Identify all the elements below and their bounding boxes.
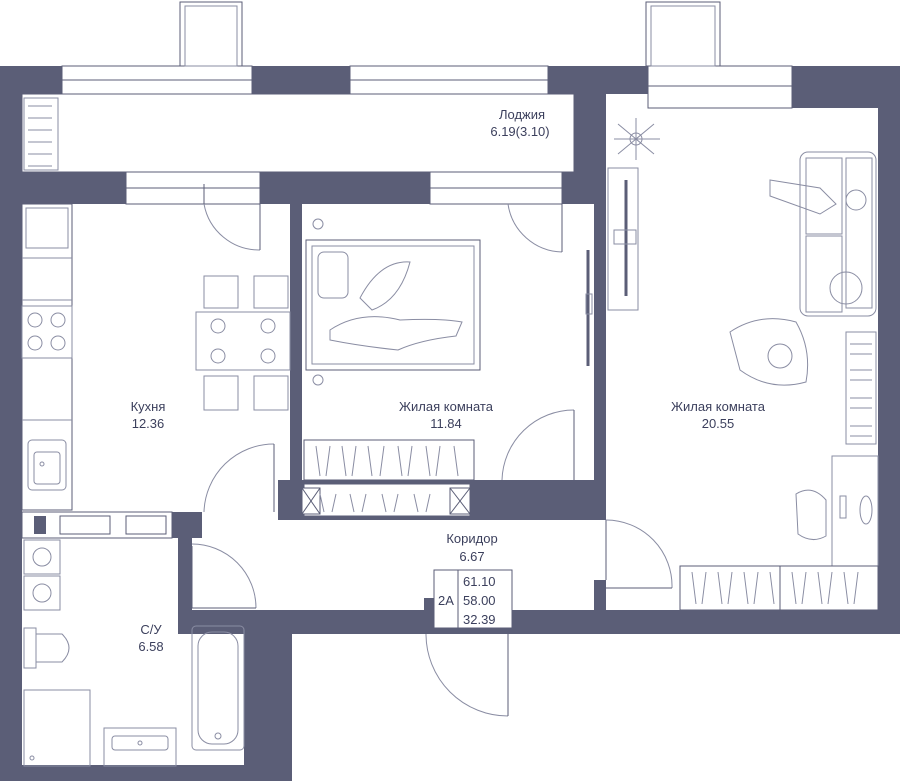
wall-openings <box>21 483 471 539</box>
fridge-icon <box>25 207 69 249</box>
bathroom-area: 6.58 <box>138 639 163 654</box>
bedroom-small-area: 11.84 <box>430 416 462 431</box>
corridor-area: 6.67 <box>459 549 484 564</box>
loggia-area: 6.19(3.10) <box>490 124 549 139</box>
living-large-area: 20.55 <box>702 416 735 431</box>
apartment-type: 2А <box>438 593 454 608</box>
tv-icon <box>585 250 593 366</box>
apartment-total-area: 61.10 <box>463 574 496 589</box>
desk-icon <box>795 455 879 567</box>
wardrobe-icon <box>303 439 475 513</box>
bed-icon <box>305 218 481 386</box>
kitchen-area: 12.36 <box>132 416 165 431</box>
kitchen-name: Кухня <box>131 399 166 414</box>
loggia: Лоджия 6.19(3.10) <box>21 93 575 173</box>
washbasin-icon <box>103 727 177 767</box>
door-icon <box>191 184 673 717</box>
bathroom-name: С/У <box>140 622 162 637</box>
bedroom-small-name: Жилая комната <box>399 399 494 414</box>
washing-machine-icon <box>23 539 61 611</box>
living-room-large: Жилая комната 20.55 <box>607 118 879 611</box>
loggia-name: Лоджия <box>499 107 545 122</box>
shelf-icon <box>845 331 877 445</box>
wardrobe-icon <box>679 565 879 611</box>
shower-icon <box>23 689 91 767</box>
apartment-area-no-loggia: 58.00 <box>463 593 496 608</box>
armchair-icon <box>729 318 809 386</box>
window-icon <box>61 1 793 205</box>
plant-icon <box>614 118 660 160</box>
stove-icon <box>21 305 73 359</box>
bedroom-small: Жилая комната 11.84 <box>303 218 593 513</box>
apartment-info-box: 2А 61.10 58.00 32.39 <box>433 569 513 629</box>
toilet-icon <box>23 627 70 669</box>
drying-rack-icon <box>23 97 59 171</box>
bathtub-icon <box>191 625 245 751</box>
apartment-living-area: 32.39 <box>463 612 496 627</box>
bathroom: С/У 6.58 <box>23 539 245 767</box>
kitchen: Кухня 12.36 <box>21 203 291 511</box>
corridor: Коридор 6.67 2А 61.10 58.00 32.39 <box>433 531 513 629</box>
dining-table-icon <box>195 275 291 411</box>
living-large-name: Жилая комната <box>671 399 766 414</box>
sofa-icon <box>769 151 877 317</box>
sink-icon <box>27 439 67 491</box>
tv-stand-icon <box>607 167 639 311</box>
corridor-name: Коридор <box>446 531 497 546</box>
